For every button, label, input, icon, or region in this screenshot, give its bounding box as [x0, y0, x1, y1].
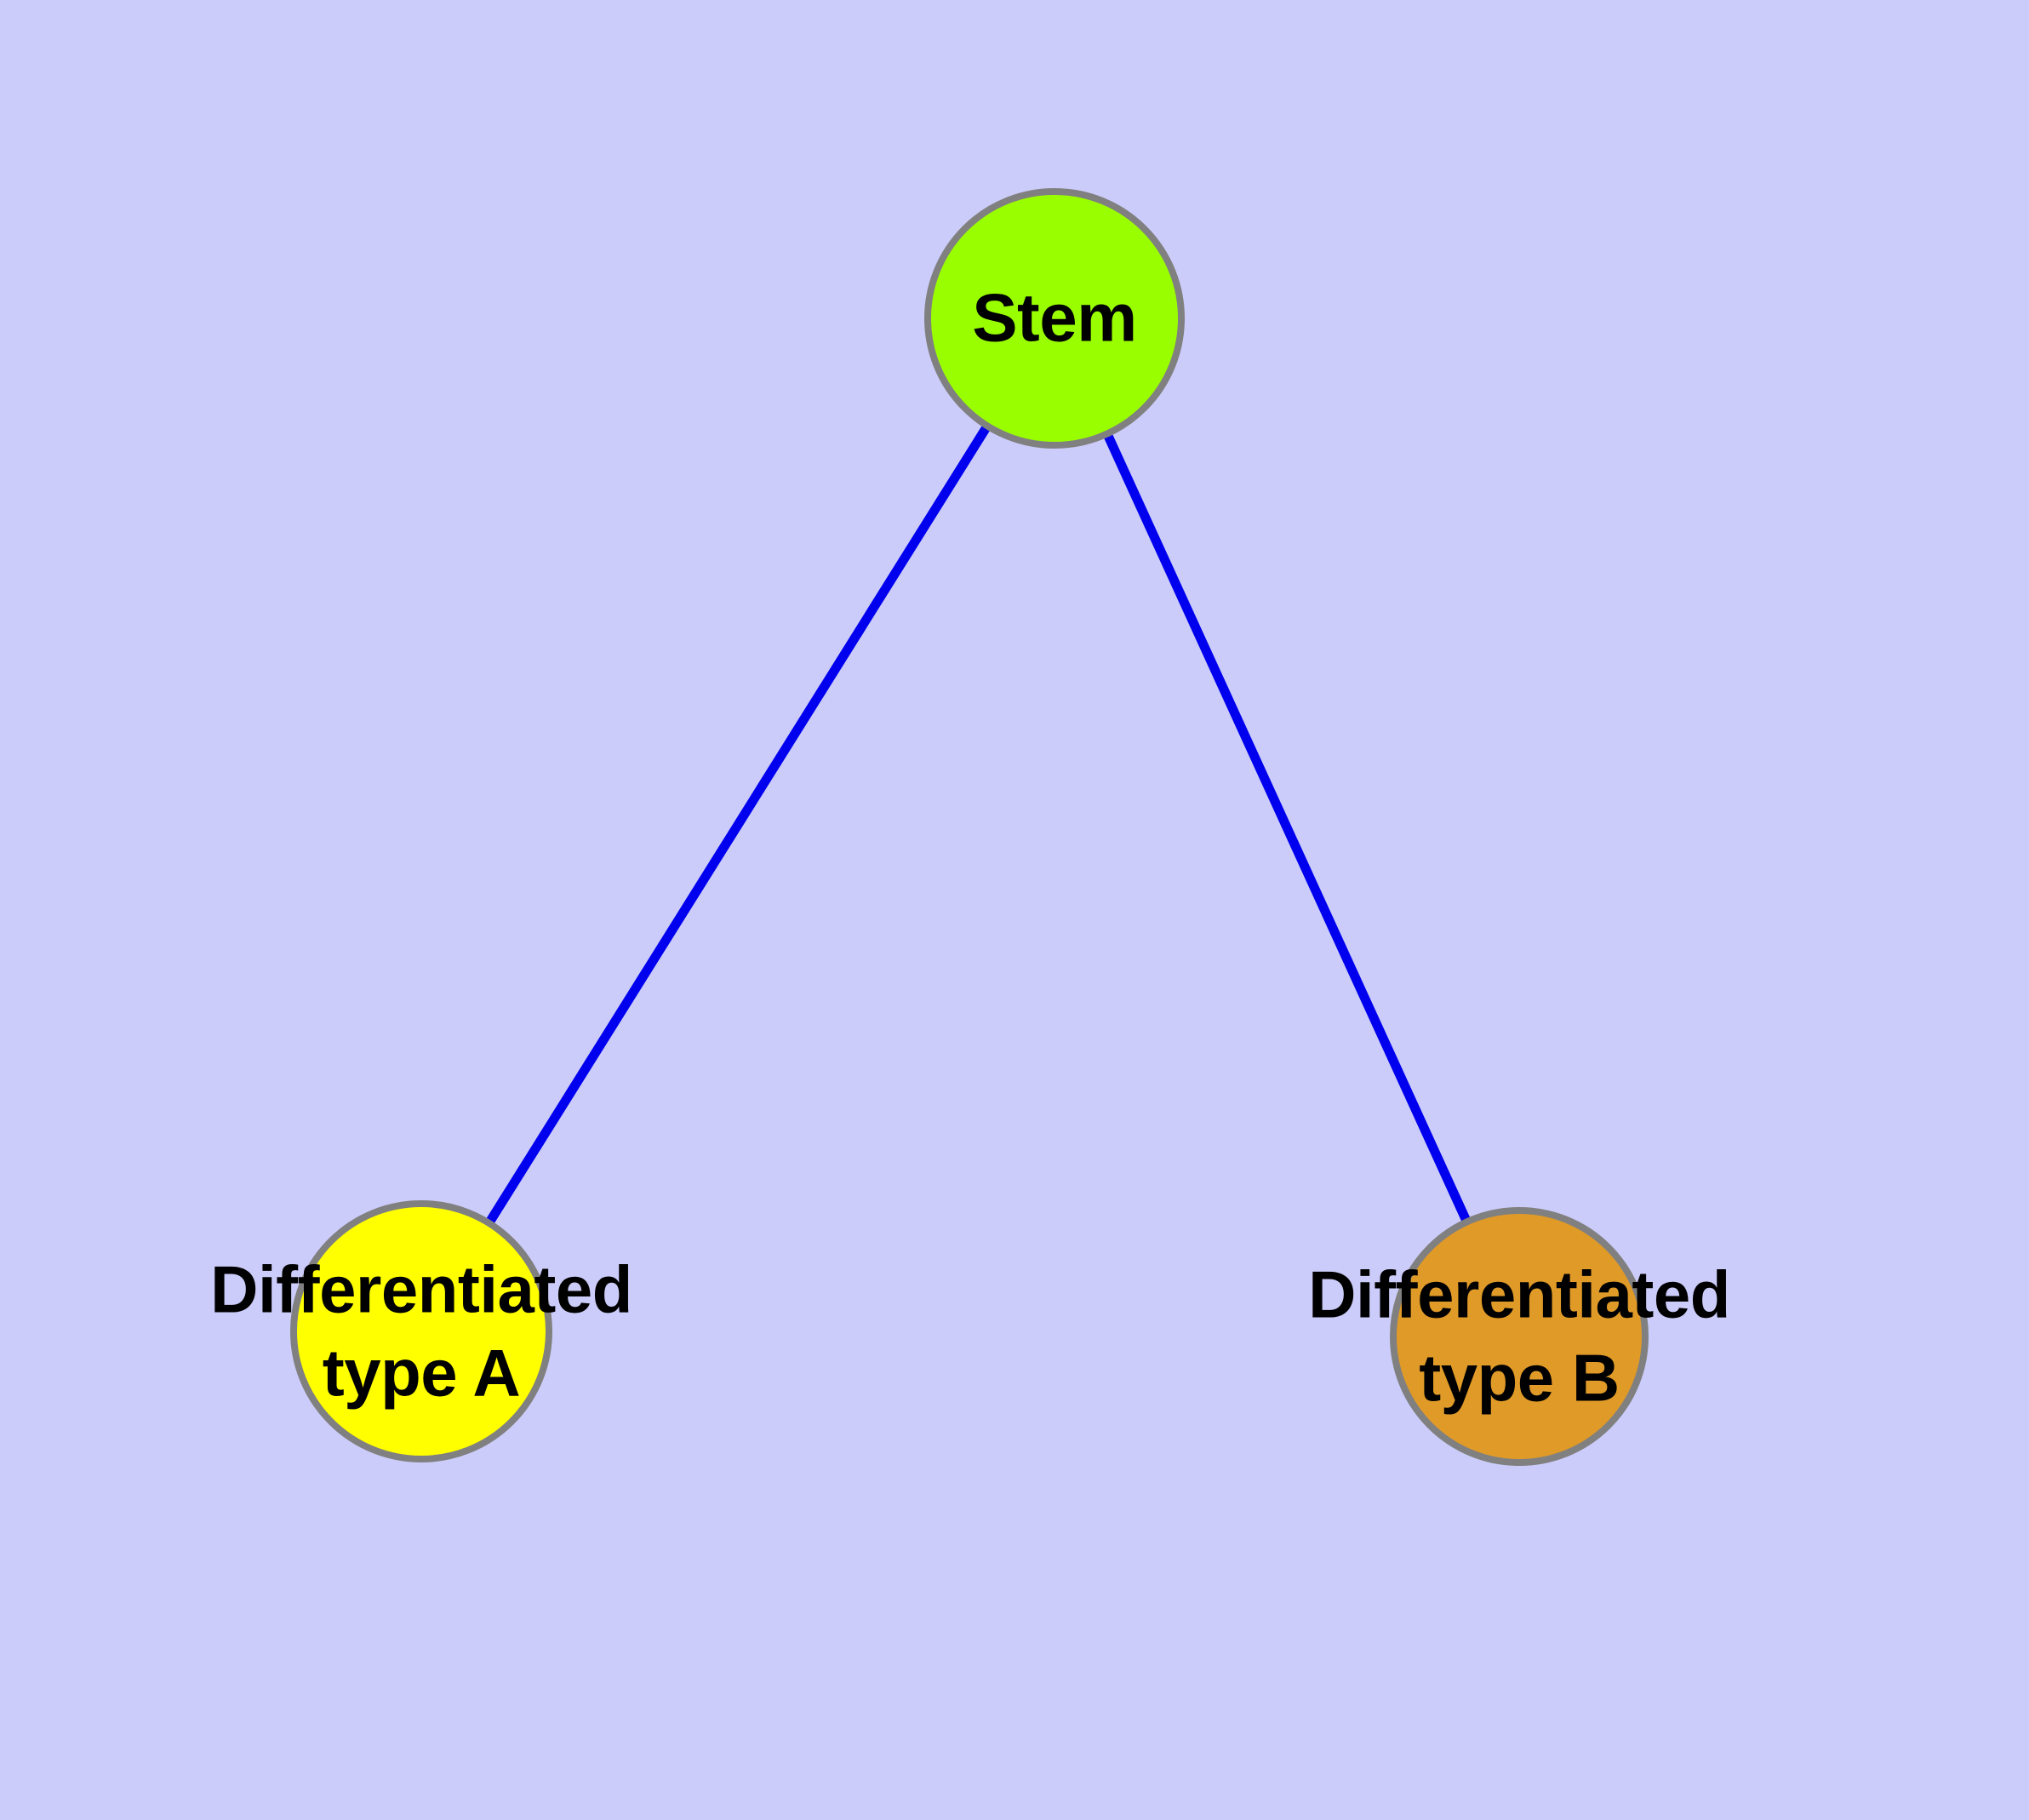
graph-node-diff_b[interactable]	[1390, 1207, 1649, 1466]
edge-layer	[417, 316, 1524, 1339]
graph-edge-stem-to-b[interactable]	[1049, 316, 1524, 1339]
graph-node-diff_a[interactable]	[290, 1200, 552, 1462]
graph-edge-stem-to-a[interactable]	[417, 316, 1059, 1334]
node-layer	[290, 188, 1649, 1466]
graph-node-stem[interactable]	[924, 188, 1185, 449]
